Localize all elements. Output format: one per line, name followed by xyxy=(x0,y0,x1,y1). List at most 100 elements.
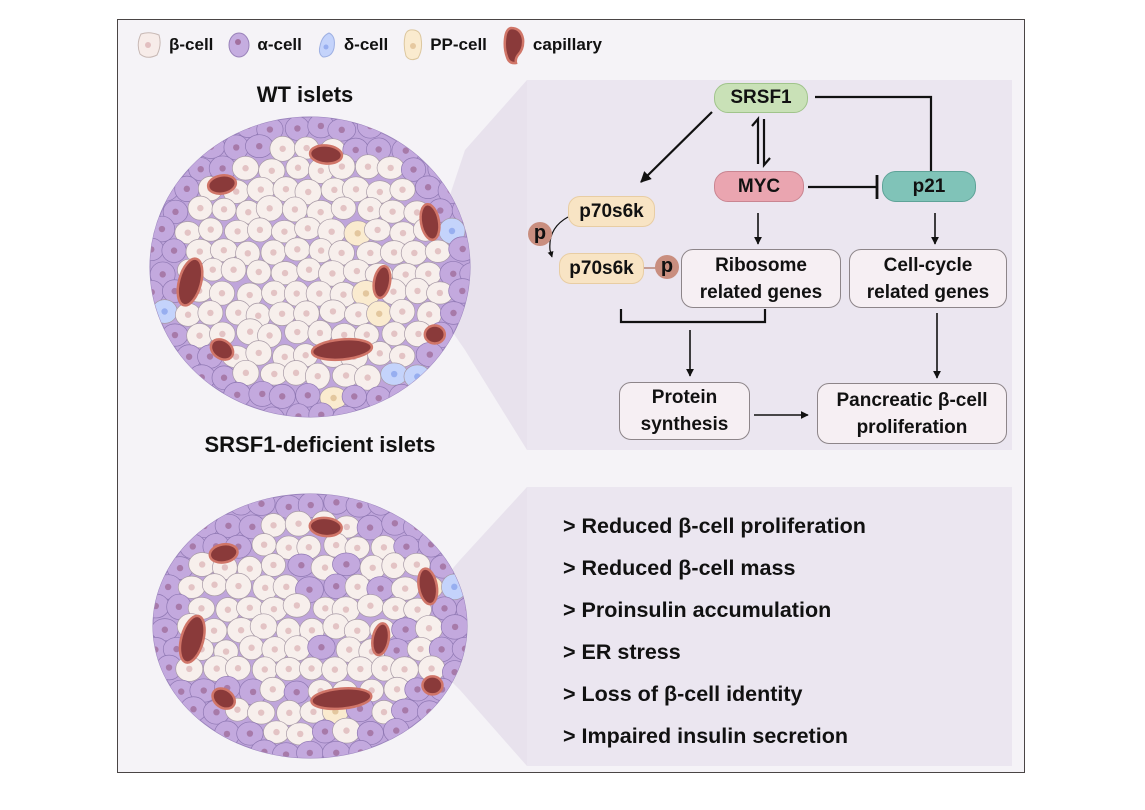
cell-nucleus xyxy=(282,185,290,193)
cell-nucleus xyxy=(234,391,241,398)
cell-nucleus xyxy=(257,186,265,193)
cell-nucleus xyxy=(158,225,166,233)
cell-nucleus xyxy=(150,246,155,253)
cell-nucleus xyxy=(343,523,351,531)
legend-item-capillary: capillary xyxy=(501,25,602,65)
cell-nucleus xyxy=(234,665,242,672)
cell-nucleus xyxy=(414,686,421,693)
cell-nucleus xyxy=(234,228,241,235)
merge-bracket xyxy=(619,309,767,324)
cell-nucleus xyxy=(259,390,266,398)
phenotype-item: > Loss of β-cell identity xyxy=(563,682,803,706)
cell-nucleus xyxy=(356,502,363,509)
cell-nucleus xyxy=(411,249,418,257)
cell-nucleus xyxy=(198,561,206,568)
cell-nucleus xyxy=(198,605,205,612)
phospho-badge-attached: p xyxy=(655,255,679,279)
cell-nucleus xyxy=(342,414,350,417)
cell-nucleus xyxy=(281,353,288,361)
cell-nucleus xyxy=(307,501,314,509)
cell-nucleus xyxy=(232,353,240,360)
cell-nucleus xyxy=(234,706,241,713)
cell-nucleus xyxy=(249,523,256,531)
cell-nucleus xyxy=(310,708,317,716)
cell-nucleus xyxy=(450,270,457,277)
cell-nucleus xyxy=(219,165,226,172)
cell-nucleus xyxy=(393,727,400,734)
cell-nucleus xyxy=(293,688,300,696)
cell-nucleus xyxy=(232,188,240,195)
cell-nucleus xyxy=(255,268,262,276)
cell-nucleus xyxy=(318,644,325,651)
cell-nucleus xyxy=(342,372,350,379)
cell-nucleus xyxy=(269,686,276,693)
cell-nucleus xyxy=(402,147,409,154)
node-p70s6k: p70s6k xyxy=(568,196,655,227)
cell-nucleus xyxy=(249,688,257,696)
cell-nucleus xyxy=(270,289,278,297)
node-srsf1: SRSF1 xyxy=(714,83,808,113)
capillary xyxy=(308,516,343,538)
cell-nucleus xyxy=(390,562,398,569)
cell-nucleus xyxy=(417,645,424,653)
cell-nucleus xyxy=(260,623,267,630)
cell-nucleus xyxy=(244,250,252,257)
cell-nucleus xyxy=(387,164,394,172)
cell-nucleus xyxy=(161,185,169,192)
cell-nucleus xyxy=(188,584,195,591)
cell-nucleus xyxy=(425,270,432,277)
cell-nucleus xyxy=(246,291,253,299)
wt-islet-illustration xyxy=(149,116,471,418)
cell-nucleus xyxy=(426,351,434,358)
cell-nucleus xyxy=(294,645,301,652)
cell-nucleus xyxy=(316,329,324,337)
cell-nucleus xyxy=(414,606,421,613)
cell-nucleus xyxy=(294,246,301,253)
cell-nucleus xyxy=(266,126,274,133)
cell-nucleus xyxy=(292,369,300,377)
cell-nucleus xyxy=(380,708,388,716)
cell-nucleus xyxy=(356,705,364,712)
cell-nucleus xyxy=(285,544,292,551)
pathway-arrows xyxy=(547,95,944,419)
box-line: synthesis xyxy=(640,414,729,435)
alpha-cell xyxy=(259,406,285,417)
cell-nucleus xyxy=(353,267,361,275)
capillary xyxy=(310,337,374,362)
cell-nucleus xyxy=(270,605,278,613)
cell-nucleus xyxy=(343,727,350,734)
cell-nucleus xyxy=(425,625,433,632)
box-line: Protein xyxy=(651,387,718,408)
cell-nucleus xyxy=(207,226,214,233)
node-p21: p21 xyxy=(882,171,976,202)
cell-nucleus xyxy=(295,520,302,527)
cell-nucleus xyxy=(271,370,278,378)
cell-nucleus xyxy=(331,186,338,194)
cell-nucleus xyxy=(260,541,268,548)
cell-nucleus xyxy=(367,249,374,257)
legend-item-pp-cell: PP-cell xyxy=(402,28,487,62)
cell-nucleus xyxy=(268,167,275,174)
cell-nucleus xyxy=(369,564,376,571)
cell-nucleus xyxy=(237,500,245,507)
capillary xyxy=(208,542,239,564)
cell-nucleus xyxy=(434,248,442,255)
cell-nucleus xyxy=(329,308,337,315)
cell-nucleus xyxy=(357,749,364,756)
cell-nucleus xyxy=(261,584,269,592)
cell-nucleus xyxy=(285,503,292,511)
cell-nucleus xyxy=(256,142,263,150)
cell-nucleus xyxy=(338,249,345,257)
cell-nucleus xyxy=(220,247,228,254)
cell-nucleus xyxy=(459,287,466,295)
cell-nucleus xyxy=(176,564,184,572)
cell-nucleus xyxy=(321,564,329,571)
cell-nucleus xyxy=(393,647,400,654)
phospho-badge: p xyxy=(528,222,552,246)
node-myc: MYC xyxy=(714,171,804,202)
cell-nucleus xyxy=(322,605,329,612)
cell-nucleus xyxy=(398,393,405,401)
cell-nucleus xyxy=(161,308,168,315)
cell-nucleus xyxy=(305,544,313,551)
